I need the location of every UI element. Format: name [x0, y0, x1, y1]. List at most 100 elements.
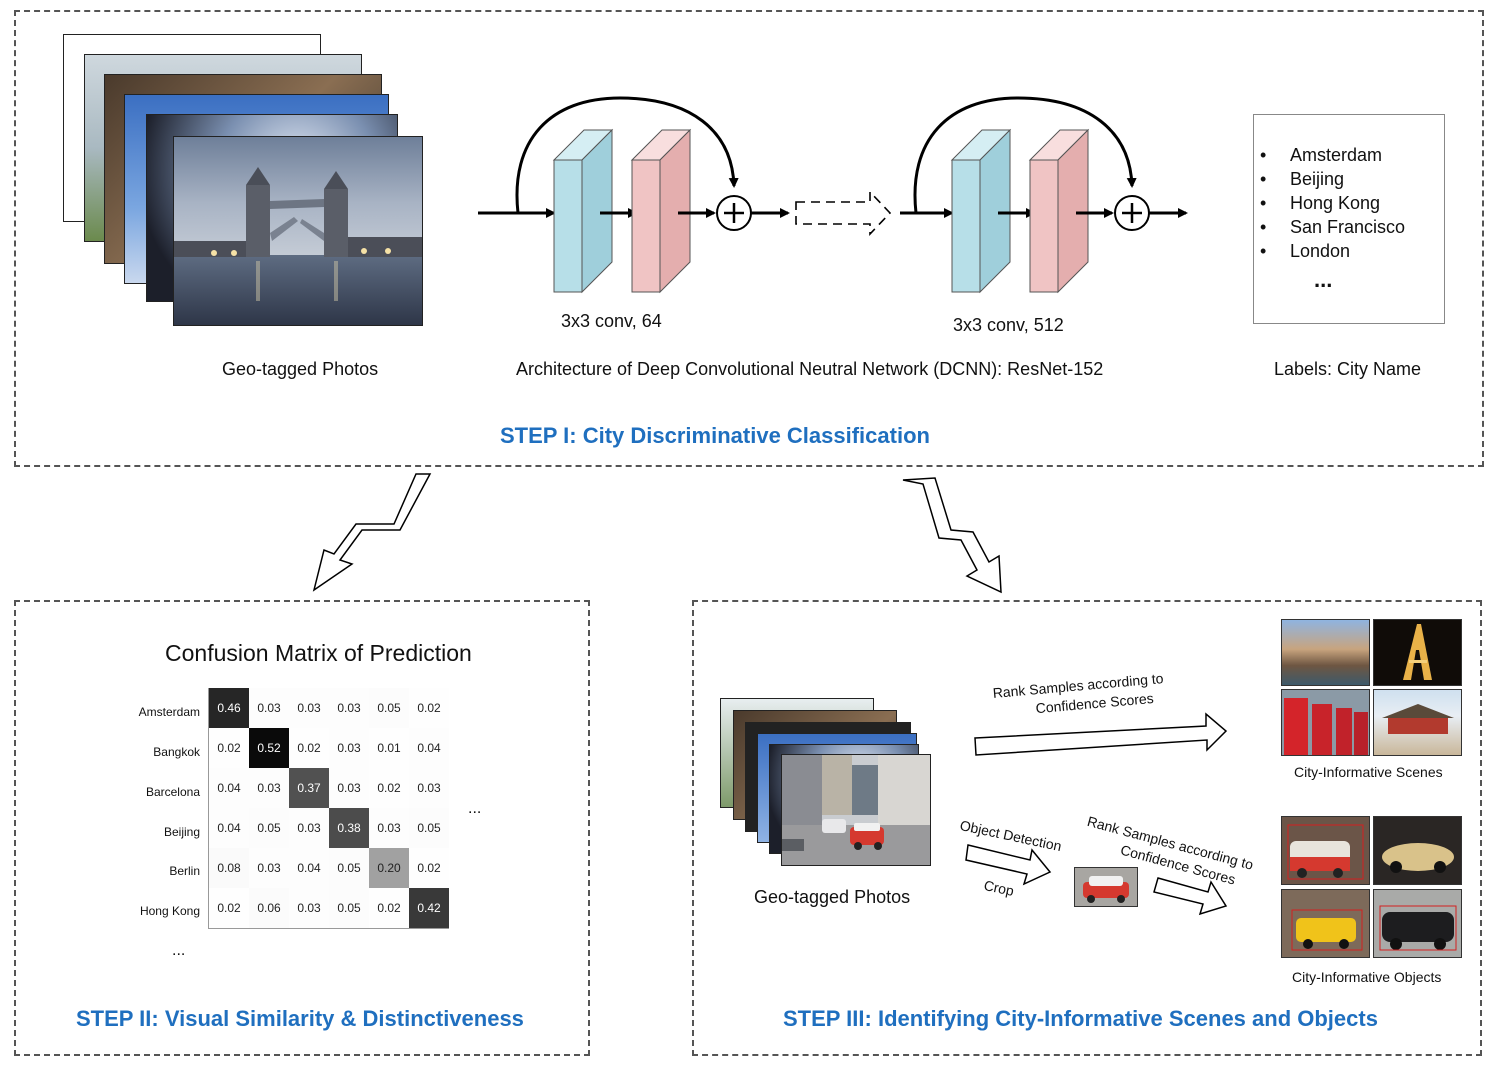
hk-taxi-image — [1287, 824, 1364, 880]
step1-photos-caption: Geo-tagged Photos — [222, 359, 379, 379]
matrix-cell: 0.03 — [329, 768, 369, 808]
matrix-cell: 0.02 — [409, 688, 449, 728]
matrix-cell: 0.02 — [209, 728, 249, 768]
objects-caption: City-Informative Objects — [1292, 969, 1442, 985]
yellow-taxi-image — [1291, 909, 1363, 951]
object-black-cab — [1373, 889, 1462, 958]
matrix-more-rows: ... — [172, 942, 186, 959]
palace-image — [1382, 704, 1454, 734]
photo-tower-bridge — [173, 136, 423, 326]
matrix-cell: 0.08 — [209, 848, 249, 888]
step1-title: STEP I: City Discriminative Classificati… — [500, 423, 930, 448]
matrix-cell: 0.03 — [409, 768, 449, 808]
eiffel-image — [1403, 624, 1432, 680]
conv-block-blue-2 — [950, 128, 1012, 294]
city-label: London — [1254, 239, 1444, 263]
conv-caption-1: 3x3 conv, 64 — [561, 311, 662, 331]
object-yellow-taxi — [1281, 889, 1370, 958]
dashed-arrow — [795, 190, 892, 236]
row-label: Amsterdam — [138, 705, 200, 719]
labels-caption: Labels: City Name — [1274, 359, 1422, 379]
black-cab-image — [1379, 905, 1457, 951]
matrix-cell: 0.37 — [289, 768, 329, 808]
phone-boxes-image — [1284, 698, 1368, 755]
conv-block-pink-1 — [630, 128, 692, 294]
matrix-cell: 0.03 — [249, 768, 289, 808]
street-image — [782, 755, 930, 865]
confusion-matrix-title: Confusion Matrix of Prediction — [165, 640, 472, 666]
step2-title: STEP II: Visual Similarity & Distinctive… — [76, 1006, 524, 1031]
matrix-cell: 0.52 — [249, 728, 289, 768]
conv-block-blue-1 — [552, 128, 614, 294]
step3-photos-caption: Geo-tagged Photos — [754, 887, 911, 907]
conv-caption-2: 3x3 conv, 512 — [953, 315, 1064, 335]
matrix-cell: 0.02 — [369, 768, 409, 808]
vintage-car-image — [1382, 843, 1454, 873]
matrix-cell: 0.05 — [369, 688, 409, 728]
matrix-cell: 0.46 — [209, 688, 249, 728]
row-label: Berlin — [169, 864, 200, 878]
matrix-cell: 0.04 — [209, 808, 249, 848]
arrow-to-step3 — [902, 477, 1002, 594]
matrix-cell: 0.05 — [409, 808, 449, 848]
city-label: Amsterdam — [1254, 143, 1444, 167]
rank-scenes-arrow — [974, 712, 1228, 756]
matrix-cell: 0.04 — [409, 728, 449, 768]
object-hk-taxi — [1281, 816, 1370, 885]
city-labels-list: Amsterdam Beijing Hong Kong San Francisc… — [1254, 143, 1444, 263]
step3-title: STEP III: Identifying City-Informative S… — [783, 1006, 1378, 1031]
scene-amsterdam-canal — [1281, 619, 1370, 686]
city-label: Beijing — [1254, 167, 1444, 191]
matrix-cell: 0.03 — [289, 688, 329, 728]
object-vintage-car — [1373, 816, 1462, 885]
row-label: Bangkok — [153, 745, 200, 759]
matrix-cell: 0.02 — [209, 888, 249, 928]
matrix-cell: 0.03 — [289, 888, 329, 928]
matrix-cell: 0.04 — [209, 768, 249, 808]
city-label: San Francisco — [1254, 215, 1444, 239]
matrix-cell: 0.38 — [329, 808, 369, 848]
matrix-cell: 0.03 — [329, 728, 369, 768]
cropped-taxi-image — [1074, 867, 1138, 907]
city-label: Hong Kong — [1254, 191, 1444, 215]
matrix-cell: 0.05 — [329, 888, 369, 928]
matrix-cell: 0.03 — [249, 848, 289, 888]
rank-objects-arrow — [1153, 877, 1228, 916]
step2-panel — [14, 600, 590, 1056]
matrix-cell: 0.05 — [249, 808, 289, 848]
matrix-cell: 0.20 — [369, 848, 409, 888]
city-labels-box: Amsterdam Beijing Hong Kong San Francisc… — [1253, 114, 1445, 324]
row-label: Beijing — [163, 825, 200, 839]
row-label: Hong Kong — [139, 904, 200, 918]
photo-hongkong-street — [781, 754, 931, 866]
matrix-cell: 0.05 — [329, 848, 369, 888]
scene-eiffel-tower — [1373, 619, 1462, 686]
matrix-cell: 0.04 — [289, 848, 329, 888]
scene-asian-palace — [1373, 689, 1462, 756]
matrix-cell: 0.01 — [369, 728, 409, 768]
skip-connection-2 — [913, 96, 1137, 214]
architecture-caption: Architecture of Deep Convolutional Neutr… — [516, 359, 1104, 379]
matrix-cell: 0.03 — [369, 808, 409, 848]
matrix-more-columns: ... — [468, 800, 482, 817]
scenes-caption: City-Informative Scenes — [1294, 764, 1443, 780]
step1-panel — [14, 10, 1484, 467]
matrix-cell: 0.06 — [249, 888, 289, 928]
resnet-architecture — [478, 96, 1188, 294]
arrow-to-step2 — [312, 473, 432, 592]
matrix-cell: 0.02 — [369, 888, 409, 928]
skip-connection-1 — [515, 96, 739, 214]
conv-block-pink-2 — [1028, 128, 1090, 294]
matrix-cell: 0.03 — [289, 808, 329, 848]
tower-bridge-image — [174, 137, 422, 325]
step3-panel — [692, 600, 1482, 1056]
labels-more: ... — [1314, 267, 1333, 292]
scene-red-phone-boxes — [1281, 689, 1370, 756]
matrix-cell: 0.42 — [409, 888, 449, 928]
step3-arrows — [965, 712, 1228, 916]
matrix-cell: 0.02 — [289, 728, 329, 768]
object-detection-arrow — [965, 844, 1052, 886]
taxi-crop — [1075, 868, 1137, 906]
matrix-cell: 0.03 — [329, 688, 369, 728]
